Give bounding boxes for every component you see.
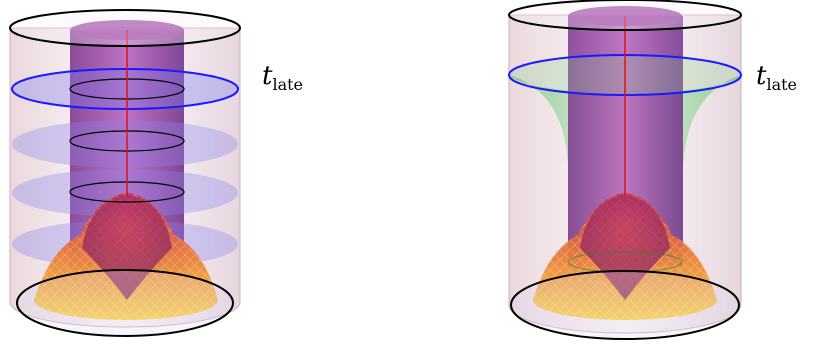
left-bottom-rim bbox=[16, 269, 234, 337]
left-top-rim bbox=[9, 9, 241, 47]
left-panel: tlate bbox=[9, 9, 303, 337]
left-late-slice bbox=[11, 68, 239, 110]
left-late-label: tlate bbox=[262, 61, 303, 94]
right-late-label: tlate bbox=[756, 61, 797, 94]
right-bottom-rim bbox=[510, 270, 740, 340]
left-dome bbox=[82, 195, 172, 300]
left-slice-1 bbox=[12, 120, 238, 168]
left-slice-2 bbox=[12, 169, 238, 217]
right-panel: tlate bbox=[508, 0, 797, 340]
right-dome bbox=[580, 195, 670, 300]
right-top-rim bbox=[508, 0, 742, 31]
